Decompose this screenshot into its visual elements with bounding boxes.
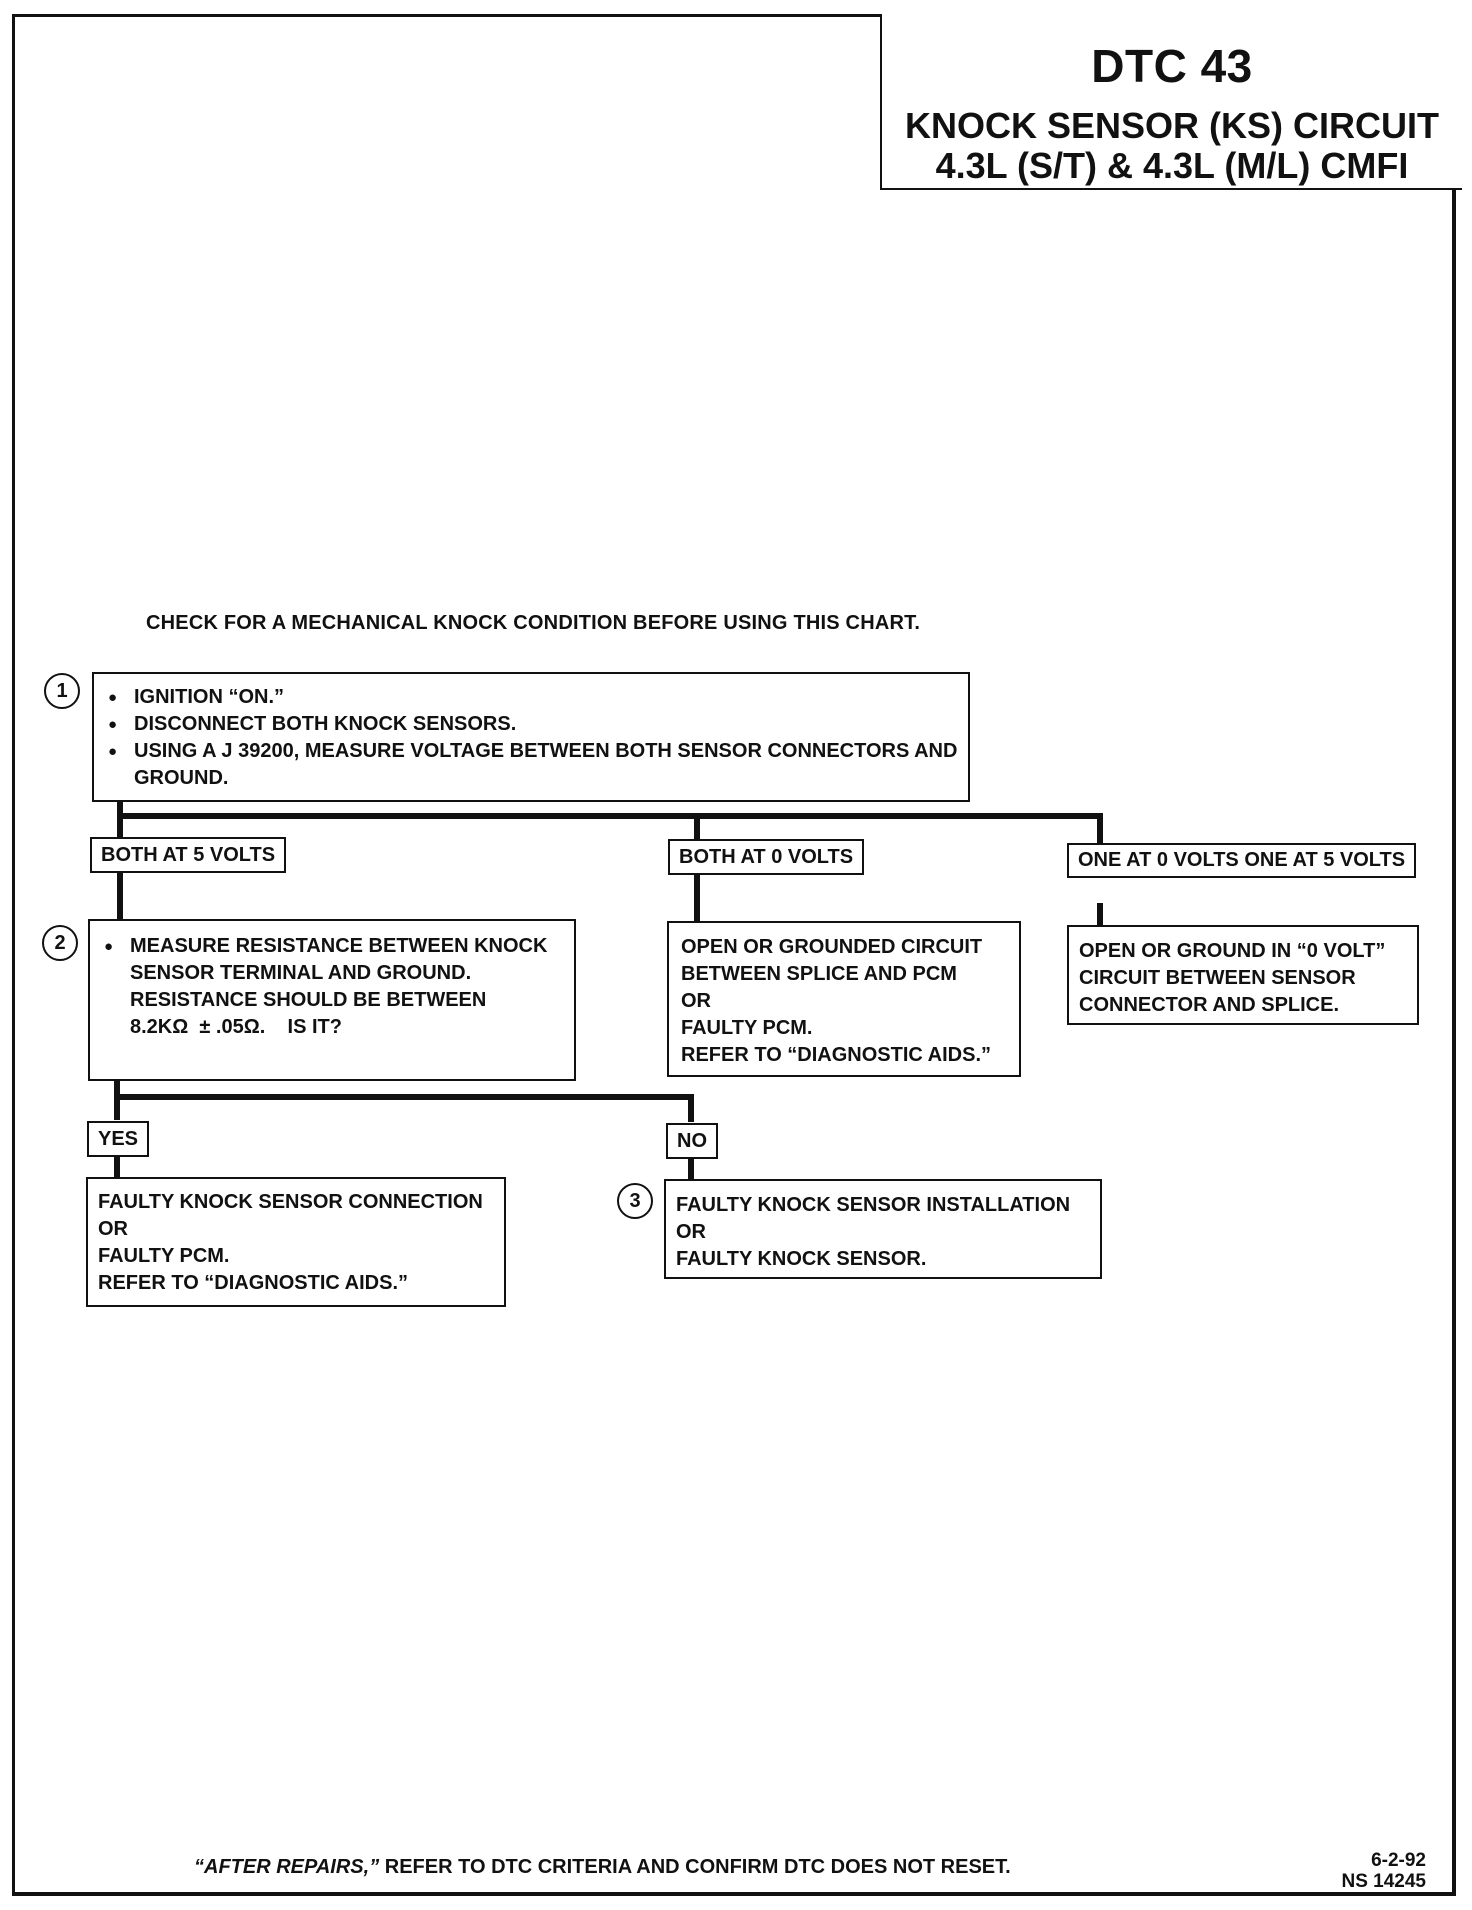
step2-bullet-measure-resistance: MEASURE RESISTANCE BETWEEN KNOCK SENSOR … xyxy=(96,933,566,1041)
step2-line2: SENSOR TERMINAL AND GROUND. xyxy=(130,962,472,984)
step2-line1: MEASURE RESISTANCE BETWEEN KNOCK xyxy=(130,935,548,957)
connector-to-no xyxy=(688,1094,694,1122)
connector-to-mixed xyxy=(1097,813,1103,845)
step-number-3: 3 xyxy=(617,1183,653,1219)
result-yes-line3: FAULTY PCM. xyxy=(98,1245,230,1267)
document-info: 6-2-92 NS 14245 xyxy=(1341,1850,1426,1892)
step1-bullet-disconnect: DISCONNECT BOTH KNOCK SENSORS. xyxy=(100,711,960,738)
result-0v-line3: OR xyxy=(681,990,711,1012)
after-repairs-text: REFER TO DTC CRITERIA AND CONFIRM DTC DO… xyxy=(379,1856,1011,1878)
result-yes: FAULTY KNOCK SENSOR CONNECTION OR FAULTY… xyxy=(86,1177,506,1307)
after-repairs-italic: “AFTER REPAIRS,” xyxy=(194,1856,380,1878)
result-yes-line2: OR xyxy=(98,1218,128,1240)
step-number-1: 1 xyxy=(44,673,80,709)
connector-step2-branches xyxy=(114,1094,694,1100)
chart-title-line2: 4.3L (S/T) & 4.3L (M/L) CMFI xyxy=(935,145,1409,186)
result-mixed-line3: CONNECTOR AND SPLICE. xyxy=(1079,994,1340,1016)
branch-mixed-line2: ONE AT 5 VOLTS xyxy=(1244,849,1406,871)
connector-yes-to-result xyxy=(114,1157,120,1179)
result-0v-line4: FAULTY PCM. xyxy=(681,1017,813,1039)
branch-both-5-volts: BOTH AT 5 VOLTS xyxy=(90,837,287,873)
connector-5v-to-step2 xyxy=(117,873,123,921)
result-yes-line4: REFER TO “DIAGNOSTIC AIDS.” xyxy=(98,1272,409,1294)
after-repairs-footer: “AFTER REPAIRS,” REFER TO DTC CRITERIA A… xyxy=(194,1856,1011,1879)
result-mixed-volts: OPEN OR GROUND IN “0 VOLT” CIRCUIT BETWE… xyxy=(1067,925,1419,1025)
result-0v-line5: REFER TO “DIAGNOSTIC AIDS.” xyxy=(681,1044,992,1066)
result-both-0-volts: OPEN OR GROUNDED CIRCUIT BETWEEN SPLICE … xyxy=(667,921,1021,1077)
step-number-2: 2 xyxy=(42,925,78,961)
connector-to-0v xyxy=(694,813,700,841)
branch-both-0-volts: BOTH AT 0 VOLTS xyxy=(668,839,865,875)
step2-line3: RESISTANCE SHOULD BE BETWEEN xyxy=(130,989,487,1011)
connector-mixed-to-result xyxy=(1097,903,1103,927)
result-0v-line1: OPEN OR GROUNDED CIRCUIT xyxy=(681,936,983,958)
connector-step1-down xyxy=(117,800,123,822)
title-block: DTC 43 KNOCK SENSOR (KS) CIRCUIT 4.3L (S… xyxy=(880,14,1462,190)
step3-line2: OR xyxy=(676,1221,706,1243)
branch-mixed-line1: ONE AT 0 VOLTS xyxy=(1078,849,1239,871)
result-yes-line1: FAULTY KNOCK SENSOR CONNECTION xyxy=(98,1191,483,1213)
dtc-code: DTC 43 xyxy=(1091,40,1253,92)
result-no-step3: FAULTY KNOCK SENSOR INSTALLATION OR FAUL… xyxy=(664,1179,1102,1279)
result-mixed-line2: CIRCUIT BETWEEN SENSOR xyxy=(1079,967,1356,989)
branch-one-0-one-5-volts: ONE AT 0 VOLTS ONE AT 5 VOLTS xyxy=(1067,843,1417,878)
step2-box: MEASURE RESISTANCE BETWEEN KNOCK SENSOR … xyxy=(88,919,576,1081)
connector-to-5v xyxy=(117,813,123,839)
step1-bullet-ignition: IGNITION “ON.” xyxy=(100,684,960,711)
result-mixed-line1: OPEN OR GROUND IN “0 VOLT” xyxy=(1079,940,1386,962)
step3-line3: FAULTY KNOCK SENSOR. xyxy=(676,1248,927,1270)
connector-0v-to-result xyxy=(694,875,700,923)
branch-no: NO xyxy=(666,1123,718,1159)
connector-no-to-result xyxy=(688,1159,694,1181)
chart-title-line1: KNOCK SENSOR (KS) CIRCUIT xyxy=(904,105,1439,146)
connector-step2-down xyxy=(114,1080,120,1120)
step1-box: IGNITION “ON.” DISCONNECT BOTH KNOCK SEN… xyxy=(92,672,970,802)
precheck-note: CHECK FOR A MECHANICAL KNOCK CONDITION B… xyxy=(146,612,921,634)
connector-step1-branches xyxy=(117,813,1103,819)
step1-bullet-measure: USING A J 39200, MEASURE VOLTAGE BETWEEN… xyxy=(100,738,960,792)
branch-yes: YES xyxy=(87,1121,150,1157)
revision-date: 6-2-92 xyxy=(1371,1850,1426,1871)
page-border xyxy=(12,14,1456,1896)
step2-line4: 8.2KΩ ± .05Ω. IS IT? xyxy=(130,1016,342,1038)
result-0v-line2: BETWEEN SPLICE AND PCM xyxy=(681,963,957,985)
document-number: NS 14245 xyxy=(1341,1871,1426,1892)
step3-line1: FAULTY KNOCK SENSOR INSTALLATION xyxy=(676,1194,1071,1216)
